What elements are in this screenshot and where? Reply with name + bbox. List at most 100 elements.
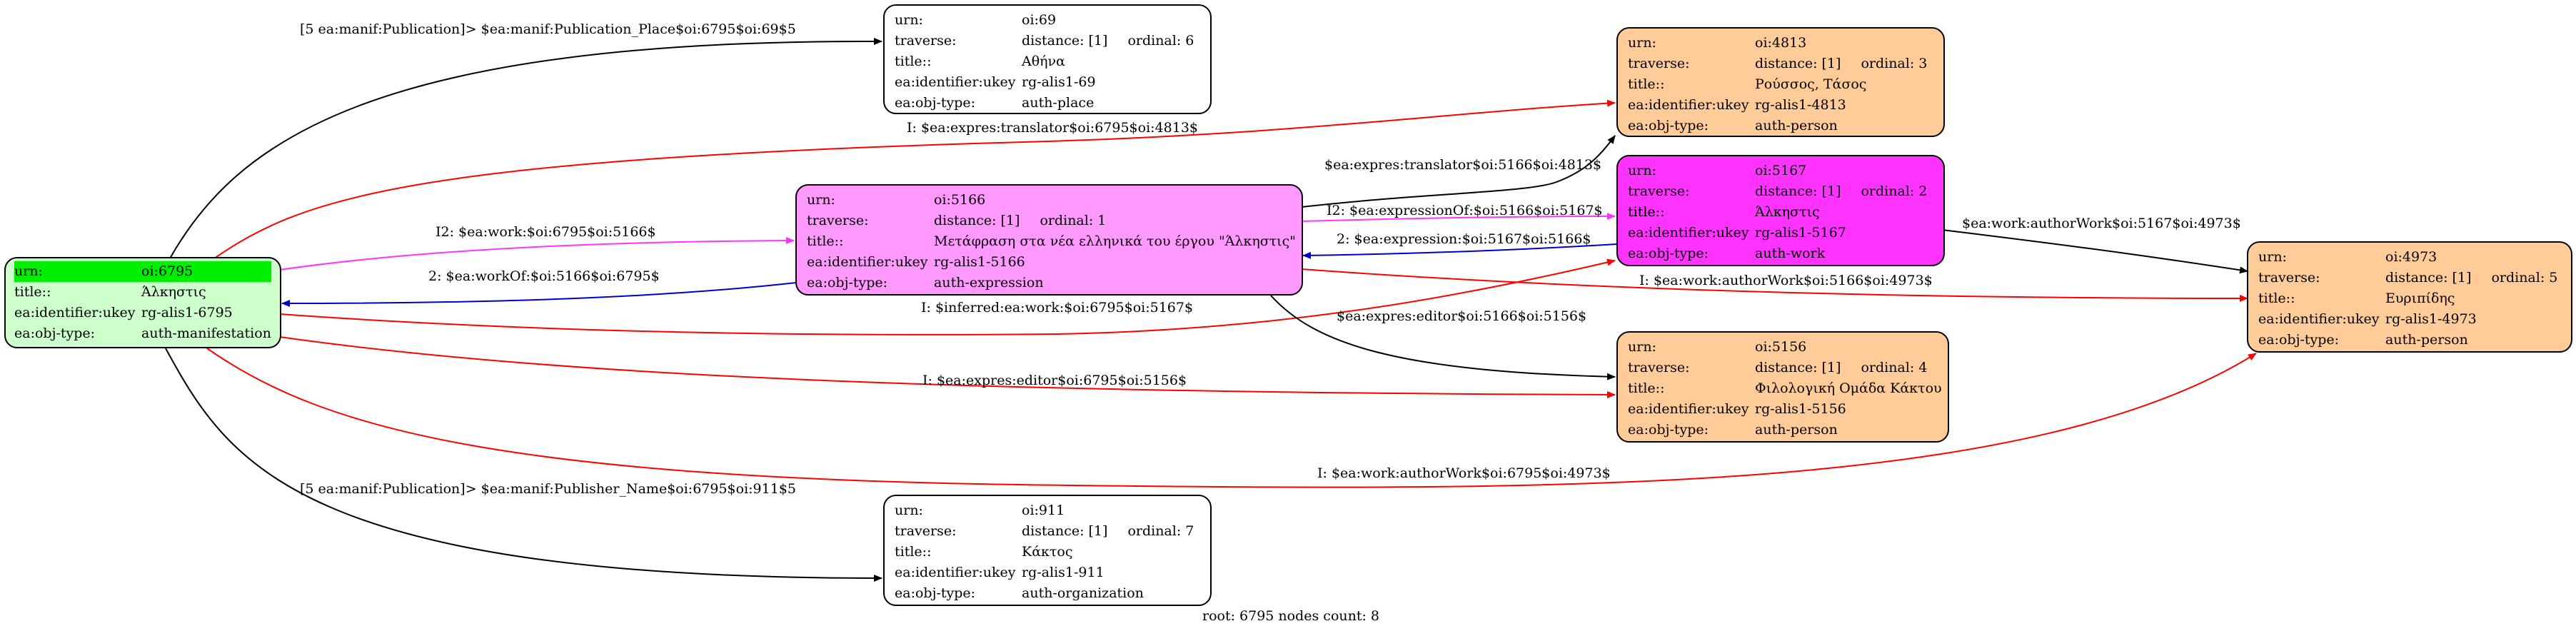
node-5167-urn: oi:5167 (1755, 163, 1807, 178)
node-5166-ordinal: ordinal: 1 (1040, 213, 1107, 228)
node-5167-traverse-key: traverse: (1628, 183, 1690, 199)
node-911-ukey-key: ea:identifier:ukey (895, 565, 1016, 580)
node-6795-type-key: ea:obj-type: (14, 325, 96, 341)
node-5156-type: auth-person (1755, 422, 1838, 438)
node-5167-ukey-key: ea:identifier:ukey (1628, 225, 1749, 241)
node-69-distance: distance: [1] (1022, 33, 1108, 49)
node-5156-ukey-key: ea:identifier:ukey (1628, 401, 1749, 417)
node-5166-type-key: ea:obj-type: (807, 275, 888, 291)
edge-editor-5166 (1270, 295, 1616, 380)
node-4813-type-key: ea:obj-type: (1628, 118, 1709, 133)
node-5166-ukey: rg-alis1-5166 (934, 254, 1025, 270)
edge-label-editor-6795: I: $ea:expres:editor$oi:6795$oi:5156$ (922, 373, 1187, 388)
node-6795-title-row: title:: Άλκηστις (14, 282, 271, 303)
edge-expression-5167-5166 (1302, 243, 1618, 259)
edge-translator-5166 (1301, 135, 1616, 208)
node-5167-title-key: title:: (1628, 204, 1665, 220)
node-4813-title-key: title:: (1628, 76, 1665, 92)
edge-label-publisher-name: [5 ea:manif:Publication]> $ea:manif:Publ… (300, 481, 796, 497)
node-5166[interactable]: urn: oi:5166 traverse: distance: [1] ordina… (795, 184, 1303, 296)
node-4813-ordinal: ordinal: 3 (1861, 56, 1928, 71)
node-5167[interactable]: urn:oi:5167 traverse:distance: [1]ordina… (1616, 155, 1945, 266)
node-911-ukey: rg-alis1-911 (1022, 565, 1105, 580)
node-5166-title-key: title:: (807, 233, 844, 249)
node-4813-traverse-key: traverse: (1628, 56, 1690, 71)
node-4813-ukey: rg-alis1-4813 (1755, 97, 1846, 113)
node-5156-ukey: rg-alis1-5156 (1755, 401, 1846, 417)
edge-label-authorwork-6795: I: $ea:work:authorWork$oi:6795$oi:4973$ (1317, 465, 1611, 481)
node-5156-title-key: title:: (1628, 380, 1665, 396)
node-5156[interactable]: urn:oi:5156 traverse:distance: [1]ordina… (1616, 331, 1949, 443)
node-5166-distance: distance: [1] (934, 213, 1020, 228)
node-4973-urn: oi:4973 (2385, 249, 2437, 265)
node-6795-ukey-key: ea:identifier:ukey (14, 305, 136, 320)
edge-label-expression-5167-5166: 2: $ea:expression:$oi:5167$oi:5166$ (1337, 231, 1591, 247)
edge-label-expressionof: I2: $ea:expressionOf:$oi:5166$oi:5167$ (1327, 203, 1603, 218)
node-5167-ukey: rg-alis1-5167 (1755, 225, 1846, 241)
node-69-urn: oi:69 (1022, 12, 1057, 28)
node-5166-type: auth-expression (934, 275, 1044, 291)
node-911-ordinal: ordinal: 7 (1127, 523, 1194, 539)
node-69-type: auth-place (1022, 95, 1095, 111)
node-911-title: Κάκτος (1022, 544, 1073, 560)
node-6795-type: auth-manifestation (141, 325, 271, 341)
node-6795-title-key: title:: (14, 284, 51, 300)
edge-label-authorwork-5167: $ea:work:authorWork$oi:5167$oi:4973$ (1962, 216, 2241, 231)
node-911-distance: distance: [1] (1022, 523, 1108, 539)
node-69[interactable]: urn: oi:69 traverse: distance: [1] ordinal:… (883, 4, 1212, 114)
node-5156-distance: distance: [1] (1755, 360, 1841, 375)
node-6795-ukey: rg-alis1-6795 (141, 305, 233, 320)
edge-label-workof-5166-6795: 2: $ea:workOf:$oi:5166$oi:6795$ (428, 268, 660, 284)
node-69-ordinal: ordinal: 6 (1127, 33, 1194, 49)
node-5156-traverse-key: traverse: (1628, 360, 1690, 375)
node-5167-urn-key: urn: (1628, 163, 1656, 178)
node-4813-urn-key: urn: (1628, 35, 1656, 51)
node-911-urn-key: urn: (895, 503, 923, 518)
edge-authorwork-5167 (1941, 229, 2248, 274)
edge-inferred-work (279, 258, 1616, 335)
node-5156-urn: oi:5156 (1755, 339, 1807, 355)
node-6795-title: Άλκηστις (141, 284, 206, 300)
node-69-urn-key: urn: (895, 12, 923, 28)
node-6795-urn: oi:6795 (141, 263, 193, 279)
node-4813-title: Ρούσσος, Τάσος (1755, 76, 1867, 92)
edge-authorwork-6795 (206, 348, 2257, 488)
node-5156-urn-key: urn: (1628, 339, 1656, 355)
edge-label-translator-6795: I: $ea:expres:translator$oi:6795$oi:4813… (907, 120, 1199, 136)
node-911-traverse-key: traverse: (895, 523, 957, 539)
node-911[interactable]: urn: oi:911 traverse: distance: [1] ordinal… (883, 495, 1212, 606)
node-5166-urn: oi:5166 (934, 192, 986, 208)
node-4973-ordinal: ordinal: 5 (2491, 270, 2558, 286)
node-4973-type-key: ea:obj-type: (2258, 332, 2340, 348)
node-5167-type: auth-work (1755, 246, 1826, 261)
node-4973[interactable]: urn:oi:4973 traverse:distance: [1]ordina… (2247, 241, 2572, 353)
node-6795[interactable]: urn: oi:6795 title:: Άλκηστις ea:identif… (4, 257, 281, 348)
node-69-title-key: title:: (895, 54, 932, 69)
node-6795-urn-row: urn: oi:6795 (14, 261, 271, 282)
node-911-title-key: title:: (895, 544, 932, 560)
edge-label-publication-place: [5 ea:manif:Publication]> $ea:manif:Publ… (300, 21, 796, 37)
node-5166-traverse-key: traverse: (807, 213, 869, 228)
node-4813[interactable]: urn:oi:4813 traverse:distance: [1]ordina… (1616, 27, 1945, 137)
edge-publication-place (169, 37, 882, 259)
node-5167-ordinal: ordinal: 2 (1861, 183, 1928, 199)
edge-label-work-6795-5166: I2: $ea:work:$oi:6795$oi:5166$ (436, 224, 656, 240)
node-4973-traverse-key: traverse: (2258, 270, 2320, 286)
node-4973-type: auth-person (2385, 332, 2468, 348)
edge-publisher-name (165, 348, 882, 582)
node-4973-title-key: title:: (2258, 291, 2295, 306)
edge-work-6795-5166 (279, 237, 795, 271)
graph-footer: root: 6795 nodes count: 8 (1202, 608, 1380, 624)
node-5166-title: Μετάφραση στα νέα ελληνικά του έργου "Άλ… (934, 233, 1297, 249)
node-5166-urn-key: urn: (807, 192, 835, 208)
node-911-urn: oi:911 (1022, 503, 1065, 518)
node-69-type-key: ea:obj-type: (895, 95, 976, 111)
edge-label-authorwork-5166: I: $ea:work:authorWork$oi:5166$oi:4973$ (1639, 273, 1933, 288)
edge-workof-5166-6795 (281, 282, 797, 307)
node-69-ukey-key: ea:identifier:ukey (895, 74, 1016, 90)
node-4973-ukey: rg-alis1-4973 (2385, 311, 2477, 327)
edge-label-editor-5166: $ea:expres:editor$oi:5166$oi:5156$ (1337, 308, 1587, 324)
node-69-traverse-key: traverse: (895, 33, 957, 49)
node-911-type: auth-organization (1022, 585, 1144, 601)
